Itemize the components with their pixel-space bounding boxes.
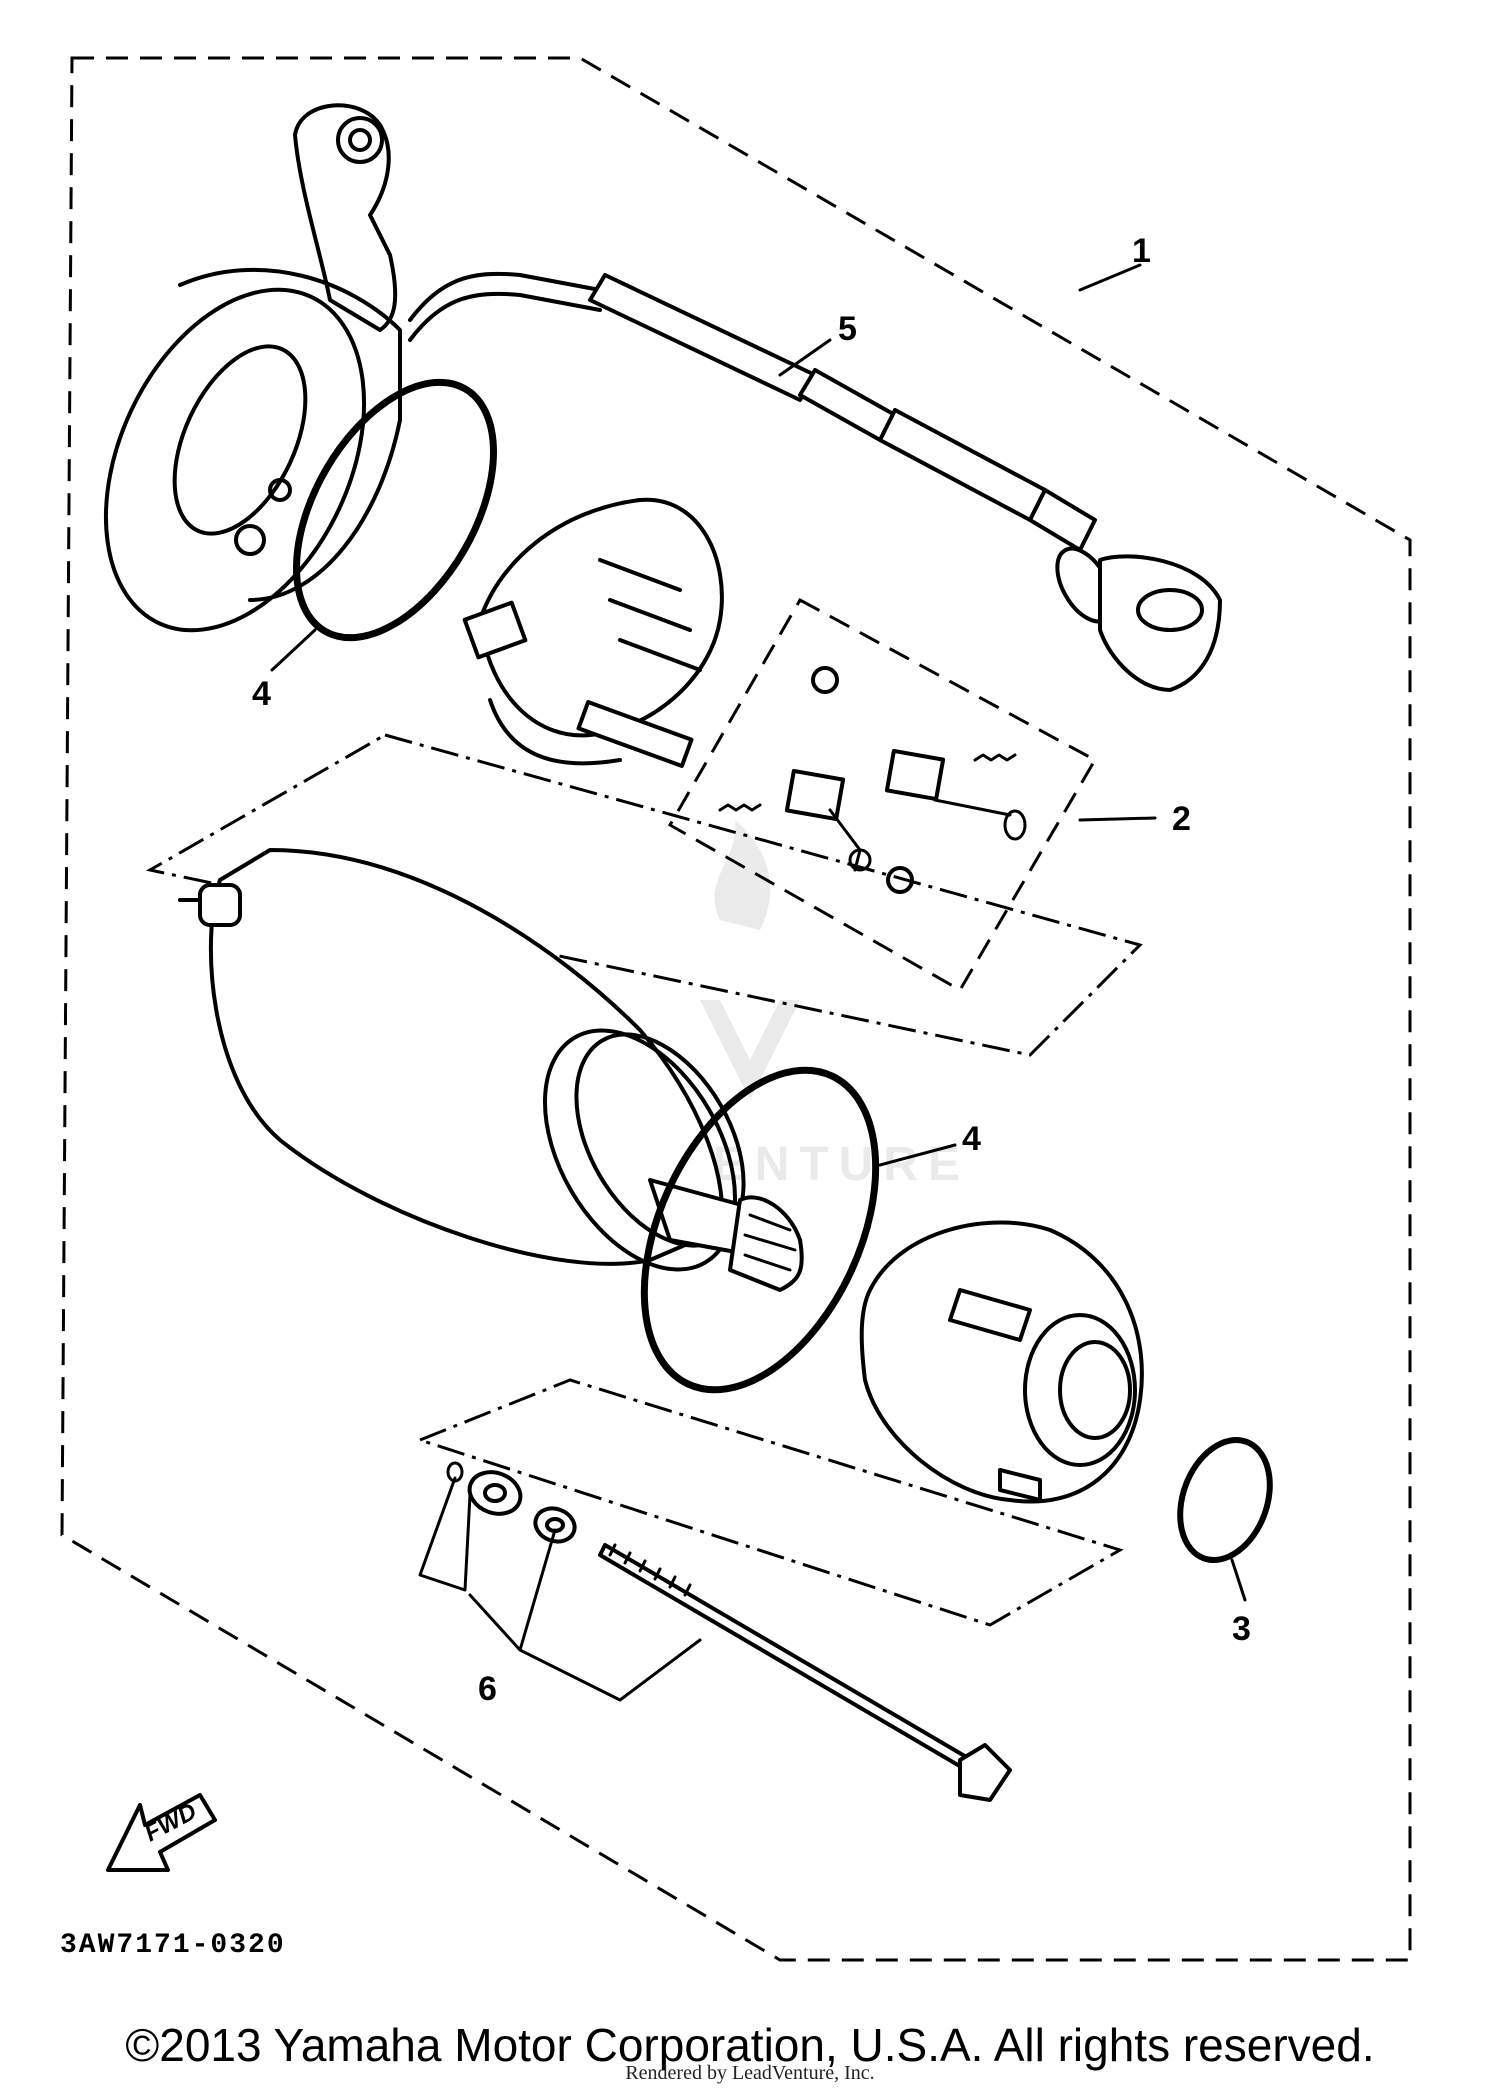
copyright-notice: ©2013 Yamaha Motor Corporation, U.S.A. A… [125, 2019, 1375, 2071]
rear-cover [859, 1220, 1144, 1504]
callout-2: 2 [1172, 800, 1191, 838]
fwd-arrow-icon: FWD [106, 1793, 217, 1872]
brush-set-box [667, 597, 1098, 993]
brush-plane [145, 733, 1143, 1057]
callout-4a-leader [270, 628, 317, 672]
callout-5: 5 [838, 310, 857, 348]
callout-6-bracket [418, 1476, 702, 1702]
brush-set-parts [718, 666, 1027, 894]
front-cover-housing [103, 103, 402, 633]
o-ring-top [293, 378, 497, 642]
rendered-by-notice: Rendered by LeadVenture, Inc. [625, 2062, 875, 2084]
yoke-assembly [178, 848, 804, 1292]
callout-1-leader [1078, 263, 1142, 292]
o-ring-small [1177, 1436, 1273, 1564]
callout-4b: 4 [962, 1120, 981, 1158]
callout-3: 3 [1232, 1610, 1251, 1648]
assembly-boundary [60, 56, 1412, 1962]
watermark-logo [700, 820, 800, 1100]
callout-3-leader [1230, 1558, 1247, 1602]
callout-1: 1 [1132, 232, 1151, 270]
callout-4b-leader [878, 1143, 957, 1167]
callout-6: 6 [478, 1670, 497, 1708]
lead-wire [408, 271, 1222, 692]
callout-2-leader [1078, 816, 1157, 822]
part-code: 3AW7171-0320 [60, 1930, 286, 1961]
washer-plane [415, 1378, 1124, 1627]
callout-5-leader [778, 338, 832, 377]
fastener-set [446, 1461, 1012, 1802]
callout-4a: 4 [252, 675, 271, 713]
brush-holder [462, 497, 724, 768]
o-ring-middle [640, 1066, 880, 1394]
